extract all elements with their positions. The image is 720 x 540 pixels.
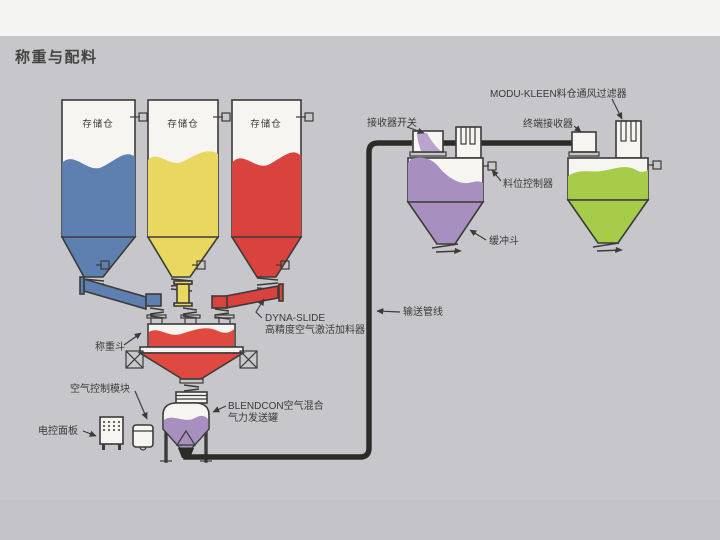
outlet-valve-icon <box>431 243 462 254</box>
electric-control-panel <box>99 416 124 450</box>
page-title: 称重与配料 <box>15 48 98 66</box>
outlet-valve-icon <box>592 242 623 253</box>
level-sensor-icon <box>648 160 662 170</box>
label-level-controller: 料位控制器 <box>503 177 553 190</box>
storage-silo-blue: 存储仓 <box>60 99 148 292</box>
vent-connector-icon <box>213 112 231 122</box>
silo-label: 存储仓 <box>167 118 199 130</box>
gravity-feed-tube-yellow <box>173 280 198 319</box>
vent-connector-icon <box>130 112 148 122</box>
label-receiver-switch: 接收器开关 <box>367 116 417 129</box>
leader-air-module <box>134 390 148 420</box>
silo-label: 存储仓 <box>250 118 282 130</box>
label-modu-kleen: MODU-KLEEN料仓通风过滤器 <box>490 87 627 100</box>
leader-terminal-receiver <box>573 125 582 133</box>
silo-label: 存储仓 <box>82 118 114 130</box>
bottom-strip <box>0 500 720 540</box>
fluidizing-cone-icon <box>175 429 197 446</box>
label-air-module: 空气控制模块 <box>70 382 130 395</box>
vent-filter-icon <box>455 126 482 159</box>
label-blendcon-2: 气力发送罐 <box>228 411 278 424</box>
vent-connector-icon <box>296 112 314 122</box>
label-blendcon-1: BLENDCON空气混合 <box>228 399 324 412</box>
leader-pipeline <box>376 308 401 315</box>
level-sensor-icon <box>276 260 290 270</box>
load-cell-icon <box>125 350 144 369</box>
storage-silo-yellow: 存储仓 <box>146 99 231 292</box>
leader-dyna-slide <box>255 298 265 319</box>
leader-weigh-hopper <box>123 332 142 346</box>
level-sensor-icon <box>96 260 110 270</box>
conveying-pipeline <box>183 140 412 460</box>
terminal-hopper <box>566 120 662 253</box>
storage-silo-red: 存储仓 <box>230 99 314 291</box>
weigh-hopper <box>125 314 258 396</box>
label-weigh-hopper: 称重斗 <box>95 340 125 353</box>
label-pipeline: 输送管线 <box>403 305 443 318</box>
leader-modu-kleen <box>611 98 623 120</box>
leader-buffer-hopper <box>469 229 487 241</box>
leader-level-controller <box>491 169 502 182</box>
label-terminal-receiver: 终端接收器 <box>523 117 573 130</box>
receiver-switch-box <box>409 130 447 157</box>
leader-control-panel <box>82 430 97 437</box>
label-buffer-hopper: 缓冲斗 <box>489 234 519 247</box>
label-control-panel: 电控面板 <box>38 424 78 437</box>
dyna-slide-feeder-red <box>211 283 284 320</box>
label-dyna-slide-2: 高精度空气激活加料器 <box>265 323 365 336</box>
label-dyna-slide-1: DYNA-SLIDE <box>265 313 325 324</box>
air-control-module <box>132 424 154 451</box>
leader-blendcon <box>212 405 227 413</box>
panel-buttons <box>103 421 120 431</box>
leader-receiver-switch <box>406 126 425 134</box>
level-sensor-icon <box>192 260 206 270</box>
terminal-receiver-box <box>568 131 600 157</box>
buffer-hopper <box>406 126 497 254</box>
dyna-slide-feeder-blue <box>79 276 165 319</box>
top-white-strip <box>0 0 720 36</box>
modu-kleen-filter-icon <box>615 120 642 159</box>
